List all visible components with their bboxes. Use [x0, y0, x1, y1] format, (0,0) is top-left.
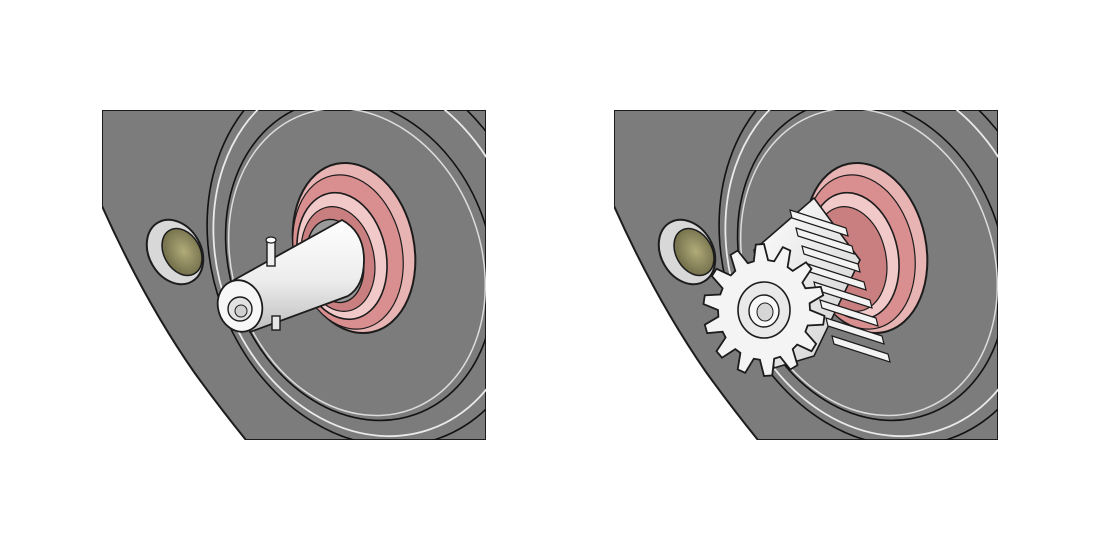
dowel-hole: [657, 218, 717, 286]
assembly-shaft-pin-drawing: [102, 110, 486, 440]
pin: [265, 236, 281, 331]
shaft-end: [756, 302, 774, 322]
gear-tooth-ridge: [795, 227, 855, 255]
gear-tooth-ridge: [825, 317, 885, 345]
shaft: [216, 218, 365, 334]
gear-tooth-ridge: [819, 299, 879, 327]
dowel-hole: [145, 218, 205, 286]
gear-tooth-ridge: [789, 209, 849, 237]
gear-tooth-ridge: [801, 245, 861, 273]
gear-side-teeth: [789, 209, 891, 363]
assembly-gear-drawing: [614, 110, 998, 440]
gear-tooth-ridge: [831, 335, 891, 363]
after-panel: [614, 110, 998, 440]
before-panel: [102, 110, 486, 440]
spur-gear: [702, 243, 826, 377]
